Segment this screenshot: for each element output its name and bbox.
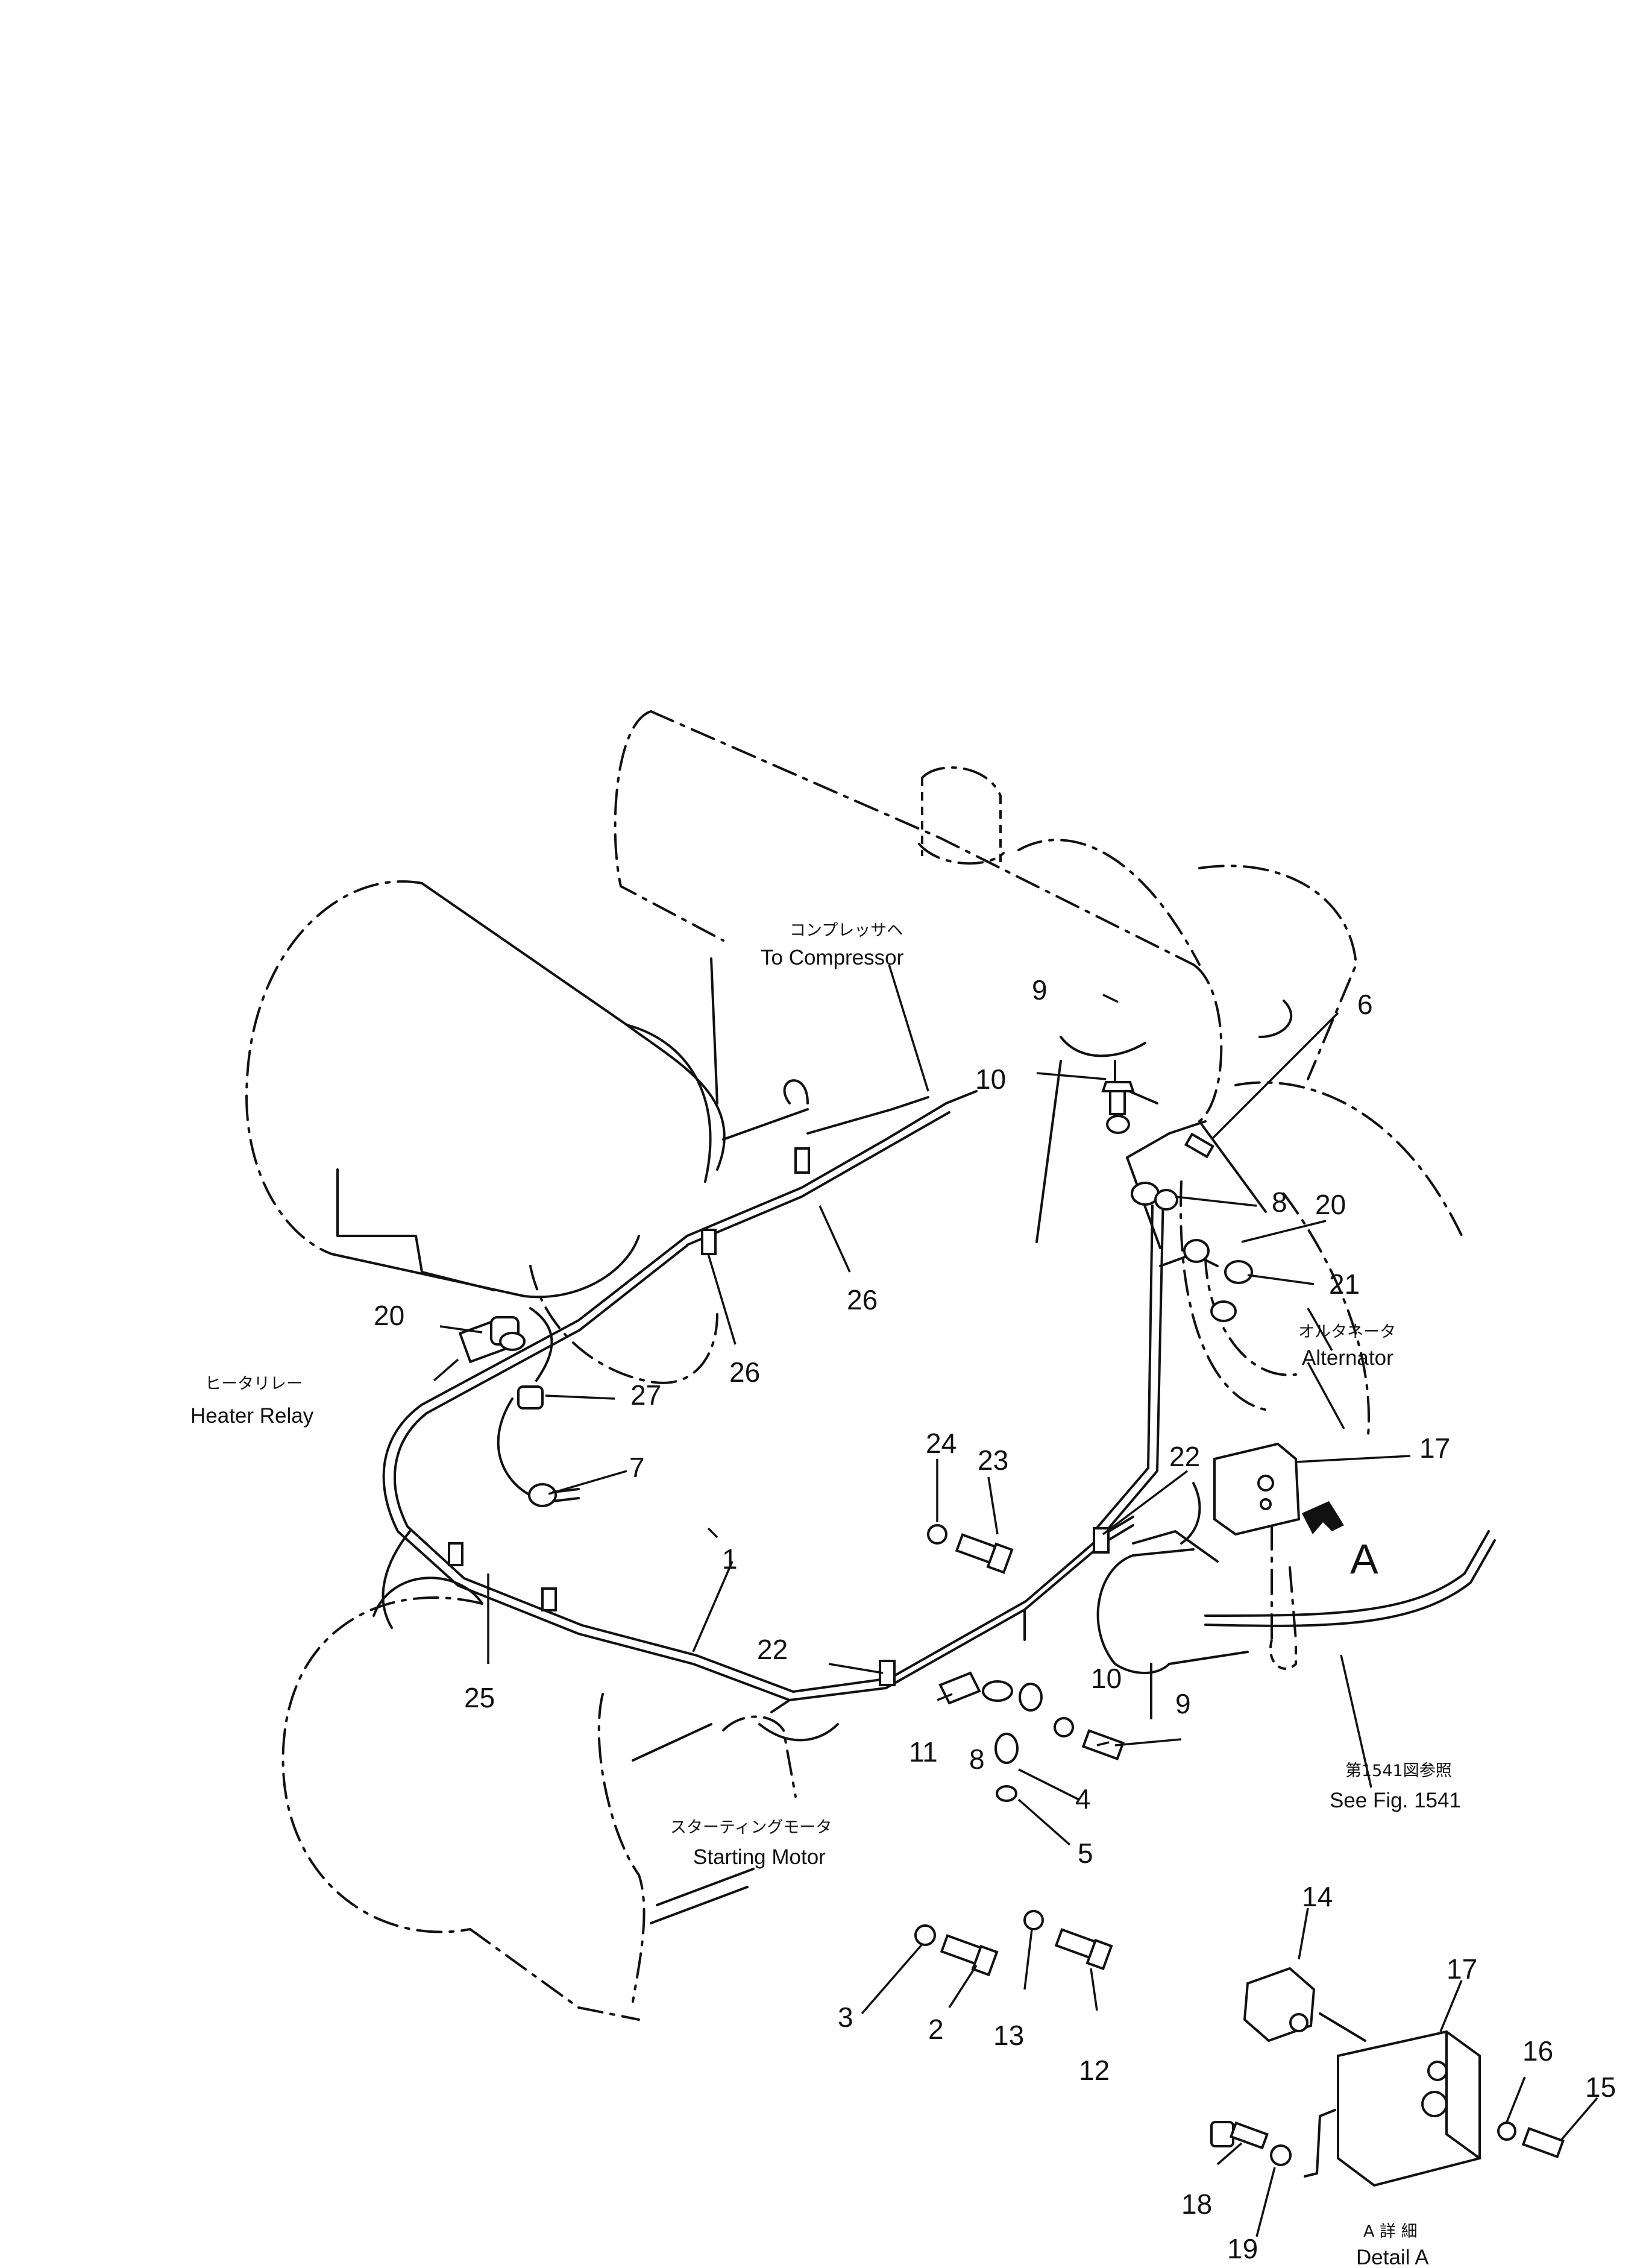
callout-8-lower: 8 [969, 1744, 985, 1775]
callout-17-detail: 17 [1447, 1953, 1477, 1985]
bolt-23 [955, 1533, 1014, 1574]
detail-a-bolt-18 [1210, 2121, 1269, 2150]
wiring-harness [382, 1079, 1219, 1742]
callout-18: 18 [1181, 2188, 1212, 2220]
callout-25: 25 [464, 1682, 495, 1713]
callout-4: 4 [1075, 1783, 1091, 1815]
alternator-label-jp: オルタネータ [1298, 1323, 1396, 1341]
callout-3: 3 [838, 2002, 853, 2033]
callout-13: 13 [993, 2020, 1024, 2051]
temp-sensor-6 [1184, 1132, 1215, 1159]
detail-a-label-jp: A 詳 細 [1363, 2222, 1418, 2241]
washer-10-upper [1106, 1115, 1130, 1134]
callout-26-right: 26 [847, 1284, 878, 1315]
callout-20-lower: 20 [374, 1300, 404, 1331]
arrow-a [1302, 1501, 1344, 1534]
washer-13 [1023, 1910, 1044, 1930]
detail-a-label-en: Detail A [1356, 2246, 1429, 2268]
bolt-2 [940, 1934, 999, 1977]
callout-2: 2 [928, 2014, 944, 2045]
callout-5: 5 [1078, 1838, 1093, 1869]
callout-10-upper: 10 [975, 1063, 1006, 1095]
callout-9-upper: 9 [1032, 974, 1048, 1006]
callout-8-upper: 8 [1272, 1186, 1287, 1218]
heater-relay-label-jp: ヒータリレー [205, 1375, 303, 1393]
detail-a-washer-19 [1270, 2144, 1292, 2166]
cable-to-fig1541 [1204, 1530, 1490, 1617]
callout-9-lower: 9 [1175, 1688, 1191, 1719]
clamps [448, 1147, 1110, 1686]
compressor-label-jp: コンプレッサヘ [790, 921, 903, 940]
alternator-connectors [1183, 1239, 1253, 1322]
callout-19: 19 [1227, 2233, 1258, 2264]
leader-lines [433, 964, 1598, 2237]
see-fig-label-jp: 第1541図参照 [1345, 1762, 1452, 1780]
starting-motor-label-en: Starting Motor [693, 1845, 826, 1869]
connector-8-lower [982, 1680, 1043, 1712]
callout-22-left: 22 [757, 1634, 788, 1665]
callout-22-right: 22 [1169, 1441, 1200, 1472]
callout-27: 27 [630, 1379, 661, 1411]
alternator-label-en: Alternator [1302, 1346, 1393, 1370]
bolt-12 [1054, 1928, 1113, 1971]
callout-12: 12 [1079, 2055, 1110, 2086]
detail-a-link-14 [1319, 2012, 1366, 2042]
callout-15: 15 [1585, 2071, 1616, 2103]
cable-to-fig1541 [1204, 1539, 1496, 1627]
callout-23: 23 [978, 1444, 1008, 1476]
captions: コンプレッサヘ To Compressor ヒータリレー Heater Rela… [190, 921, 1461, 2268]
detail-marker-a: A [1350, 1536, 1378, 1583]
callout-7: 7 [629, 1452, 645, 1483]
relay-17 [1213, 1442, 1301, 1536]
callout-26-left: 26 [729, 1356, 760, 1388]
clip-27 [517, 1385, 544, 1410]
callout-17-main: 17 [1419, 1432, 1450, 1464]
compressor-label-en: To Compressor [761, 946, 904, 969]
heater-relay-label-en: Heater Relay [190, 1404, 314, 1428]
starting-motor-label-jp: スターティングモータ [670, 1818, 832, 1837]
callout-16: 16 [1522, 2035, 1553, 2067]
bracket-11 [938, 1671, 981, 1705]
engine-outline [245, 710, 1466, 2021]
see-fig-label-en: See Fig. 1541 [1330, 1789, 1461, 1812]
detail-a-relay-17 [1337, 2030, 1481, 2187]
detail-a-link [1304, 2109, 1336, 2178]
callout-numbers: 1 2 3 4 5 6 7 8 8 9 9 10 10 11 12 13 14 … [374, 974, 1616, 2264]
callout-11: 11 [909, 1736, 938, 1768]
detail-a-washer-16 [1497, 2122, 1516, 2141]
callout-20-upper: 20 [1315, 1189, 1346, 1220]
detail-a-bracket-14 [1243, 1967, 1316, 2043]
washer-24 [927, 1524, 947, 1545]
callout-21: 21 [1329, 1268, 1360, 1300]
callout-24: 24 [926, 1428, 957, 1459]
heater-sensor-7 [528, 1483, 580, 1507]
washer-10-lower [1054, 1717, 1074, 1737]
fastener-bolt-9-upper [1101, 1081, 1135, 1115]
detail-a-bolt-15 [1521, 2127, 1565, 2159]
callout-10-lower: 10 [1091, 1663, 1122, 1694]
washer-3 [914, 1924, 936, 1946]
callout-14: 14 [1302, 1881, 1333, 1912]
callout-6: 6 [1357, 989, 1373, 1020]
oil-pressure-switch-8 [1131, 1182, 1178, 1211]
sensor-4-5 [994, 1733, 1019, 1802]
callout-1: 1 [722, 1543, 738, 1575]
